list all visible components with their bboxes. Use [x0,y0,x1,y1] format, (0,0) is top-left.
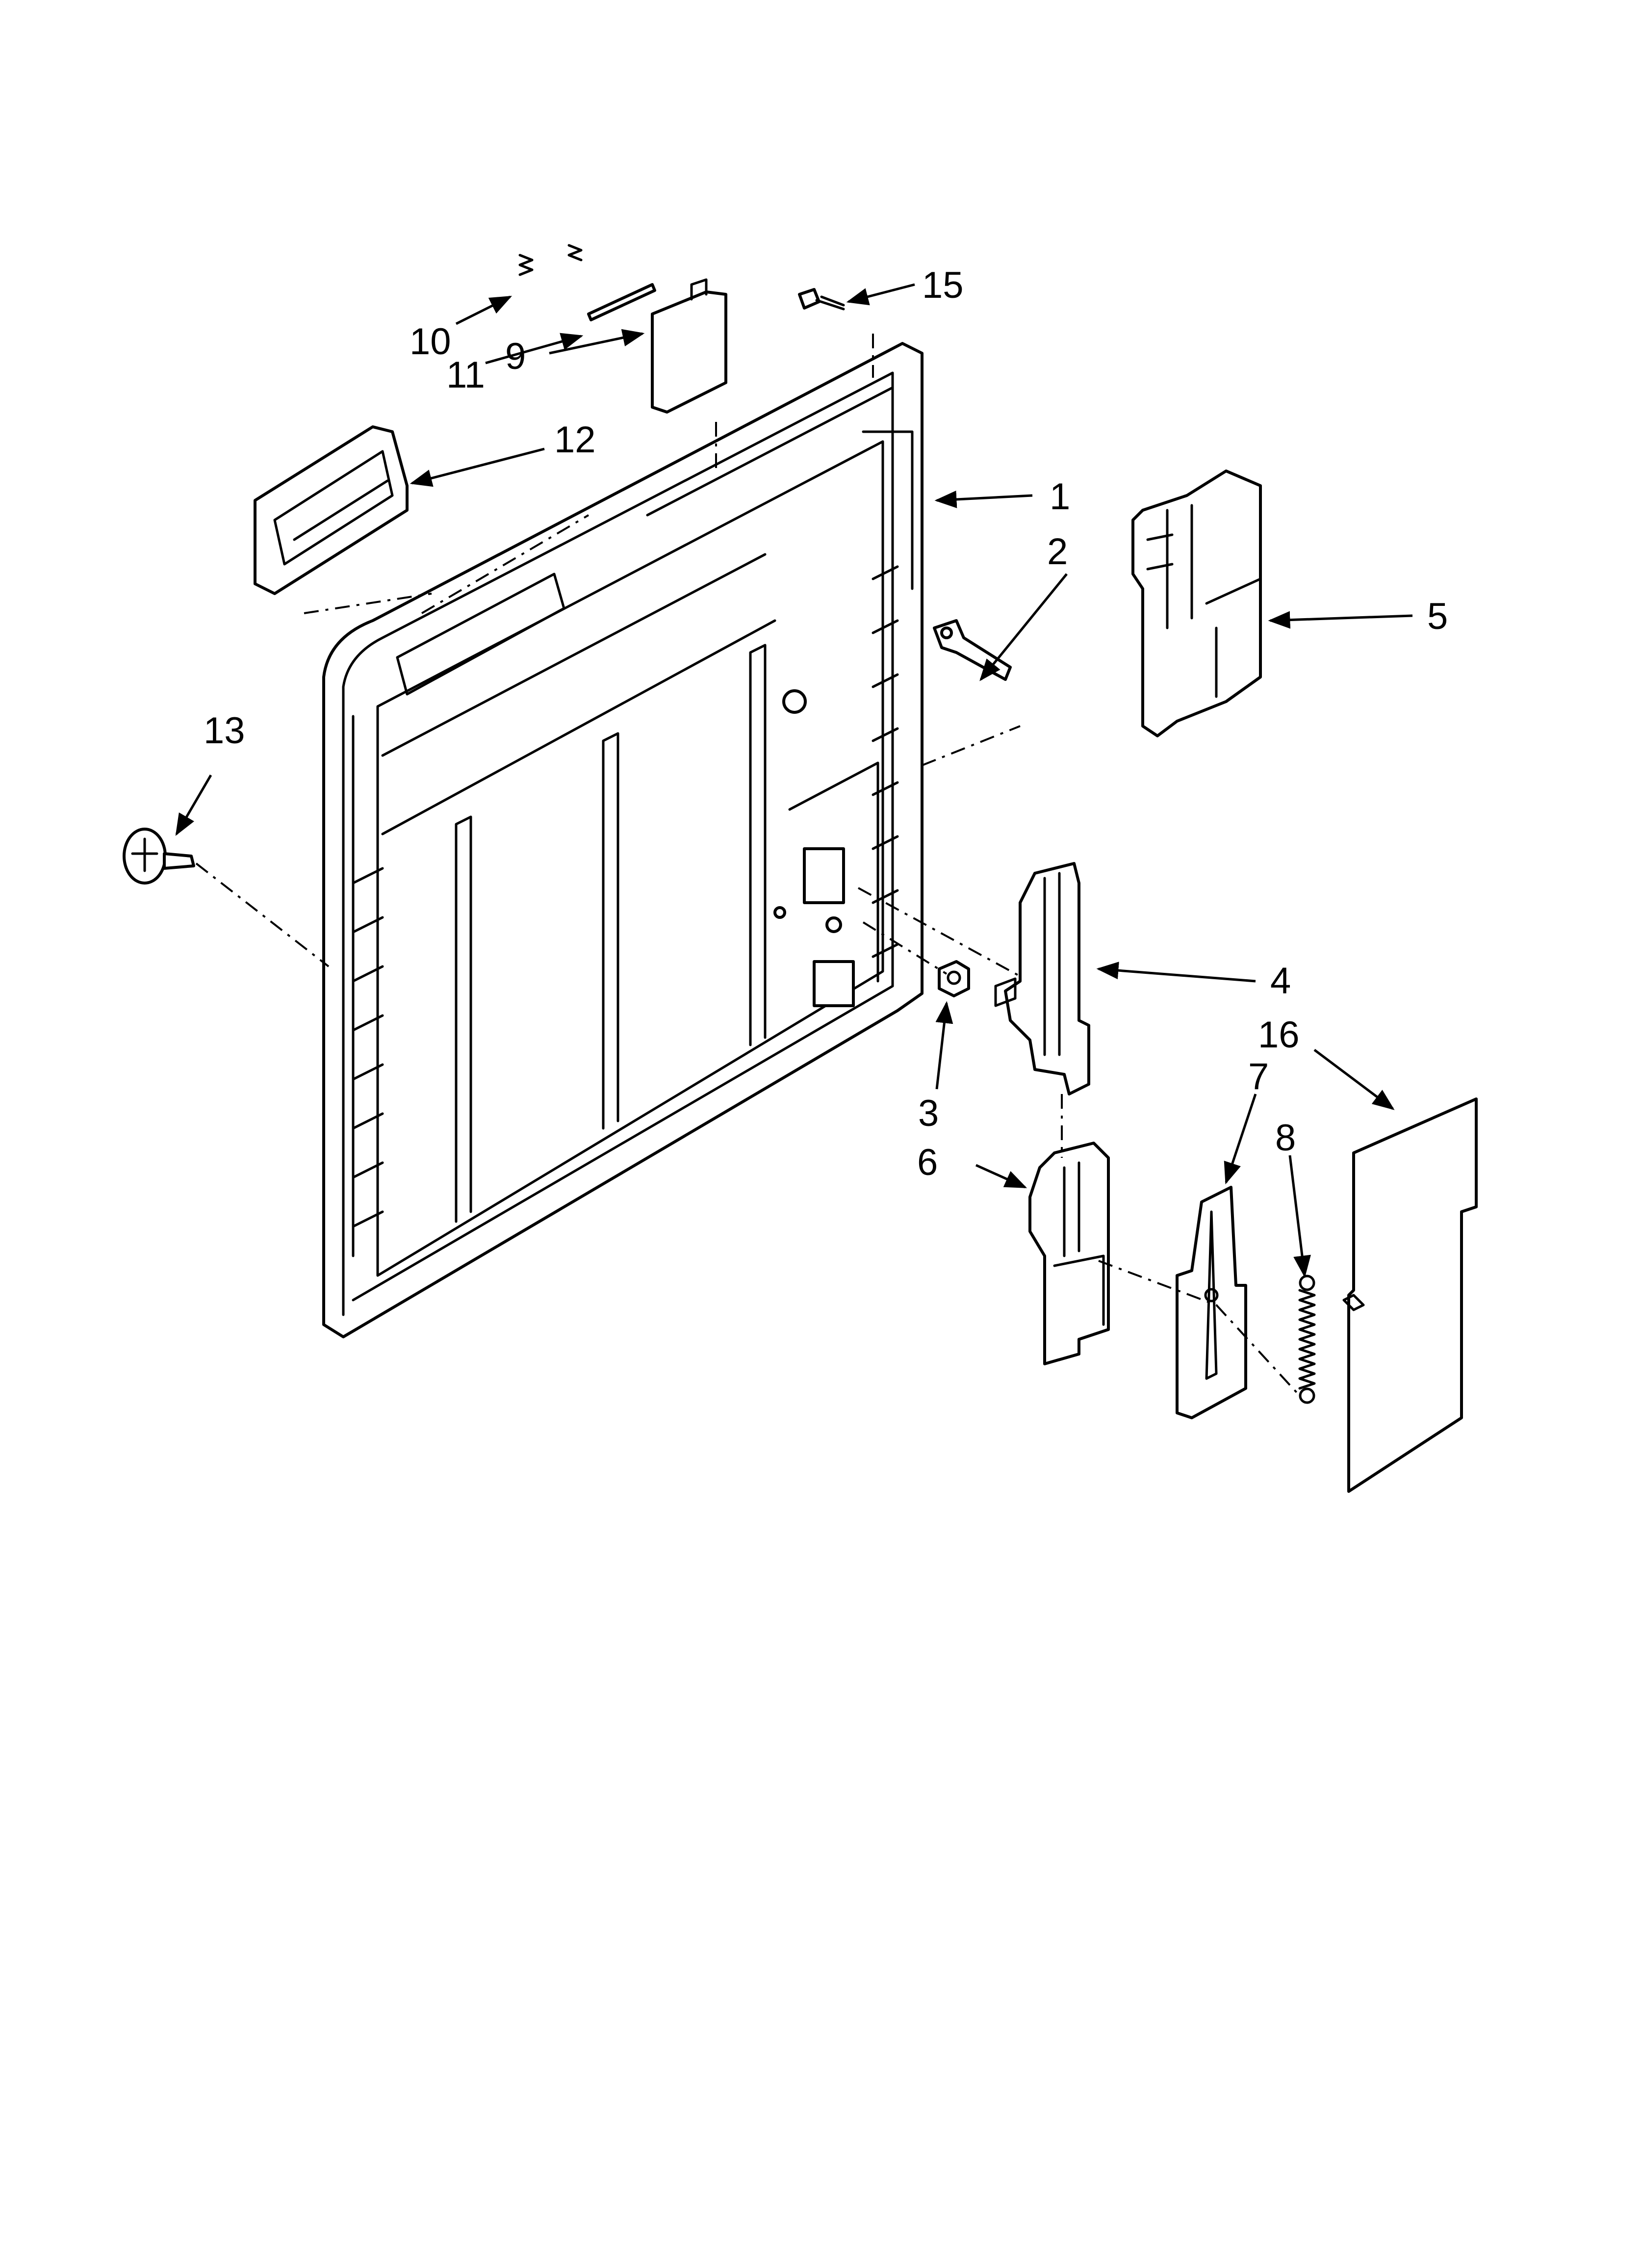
callout-5: 5 [1427,596,1448,637]
callout-10: 10 [410,321,451,363]
callout-9: 9 [505,336,526,377]
nut [938,960,970,997]
callout-16: 16 [1258,1014,1300,1056]
callout-1: 1 [1050,476,1070,518]
spring [1298,1275,1316,1404]
callout-11: 11 [446,354,485,396]
callout-arrows [175,283,1413,1278]
door-handle [254,425,409,595]
latch-base [1028,1142,1110,1365]
callout-3: 3 [918,1093,939,1134]
latch-strike [933,619,1012,681]
insulation-pad [1342,1097,1478,1493]
callout-8: 8 [1275,1117,1296,1159]
callout-4: 4 [1270,960,1291,1002]
callout-labels: 1 2 3 4 5 6 7 8 9 10 11 12 13 15 16 [204,264,1448,1183]
latch-housing [994,862,1090,1095]
callout-6: 6 [917,1142,938,1183]
slide-lever [1176,1186,1247,1419]
callout-12: 12 [554,419,596,461]
inner-door-panel [322,342,924,1338]
callout-7: 7 [1248,1056,1269,1097]
rinse-aid-button [123,828,195,885]
dispenser-latch [1131,469,1262,737]
alignment-lines [195,334,1301,1397]
callout-13: 13 [204,710,245,752]
pivot-pin [587,283,656,321]
callout-2: 2 [1047,531,1068,573]
callout-15: 15 [922,264,964,306]
screw [798,288,845,311]
small-springs [518,244,583,276]
vent-cover [651,278,727,414]
